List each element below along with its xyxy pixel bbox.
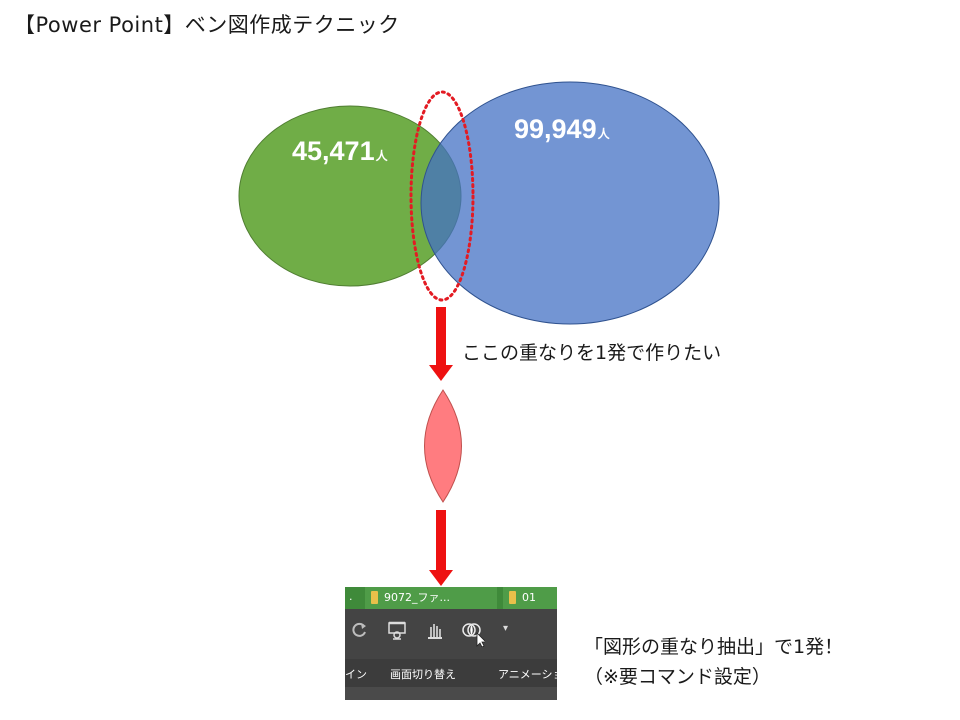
command-caption-line1: 「図形の重なり抽出」で1発！: [584, 636, 844, 658]
folder-tab-9072[interactable]: 9072_ファ...: [365, 587, 497, 609]
intersection-shape: [424, 389, 462, 503]
ribbon-tab-labels: イン 画面切り替え アニメーショ: [345, 659, 557, 687]
overlap-caption: ここの重なりを1発で作りたい: [462, 342, 722, 364]
arrow-down-1: [429, 307, 453, 381]
right-count-value: 99,949: [514, 114, 597, 144]
tab-dot: .: [349, 590, 353, 603]
tab-transitions[interactable]: 画面切り替え: [390, 668, 456, 681]
tab-design-partial[interactable]: イン: [345, 668, 367, 681]
qat-more-icon[interactable]: ▾: [503, 623, 509, 634]
taskbar-strip: . 9072_ファ... 01: [345, 587, 557, 609]
undo-icon[interactable]: [351, 621, 369, 639]
right-count-unit: 人: [597, 127, 610, 141]
folder-icon: [371, 591, 378, 604]
arrow-down-2: [429, 510, 453, 586]
ribbon-bottom-strip: [345, 687, 557, 700]
folder-icon: [509, 591, 516, 604]
right-circle: [420, 81, 720, 325]
slide-title: 【Power Point】ベン図作成テクニック: [14, 13, 400, 37]
folder-tab-01[interactable]: 01: [503, 587, 557, 609]
command-caption: 「図形の重なり抽出」で1発！ （※要コマンド設定）: [584, 632, 843, 692]
left-count-unit: 人: [375, 149, 388, 163]
present-from-start-icon[interactable]: [387, 621, 409, 641]
left-count-label: 45,471人: [292, 136, 388, 167]
tab-animations[interactable]: アニメーショ: [498, 668, 557, 681]
left-count-value: 45,471: [292, 136, 375, 166]
folder-tab-label: 01: [522, 591, 536, 604]
right-count-label: 99,949人: [514, 114, 610, 145]
command-caption-line2: （※要コマンド設定）: [584, 666, 771, 688]
quick-access-toolbar: ▾: [345, 609, 557, 659]
touch-mode-icon[interactable]: [425, 621, 445, 641]
folder-tab-label: 9072_ファ...: [384, 591, 450, 604]
ribbon-screenshot: . 9072_ファ... 01: [345, 587, 557, 700]
overlap-highlight-outline: [409, 90, 475, 302]
shape-intersect-icon[interactable]: [461, 621, 485, 647]
